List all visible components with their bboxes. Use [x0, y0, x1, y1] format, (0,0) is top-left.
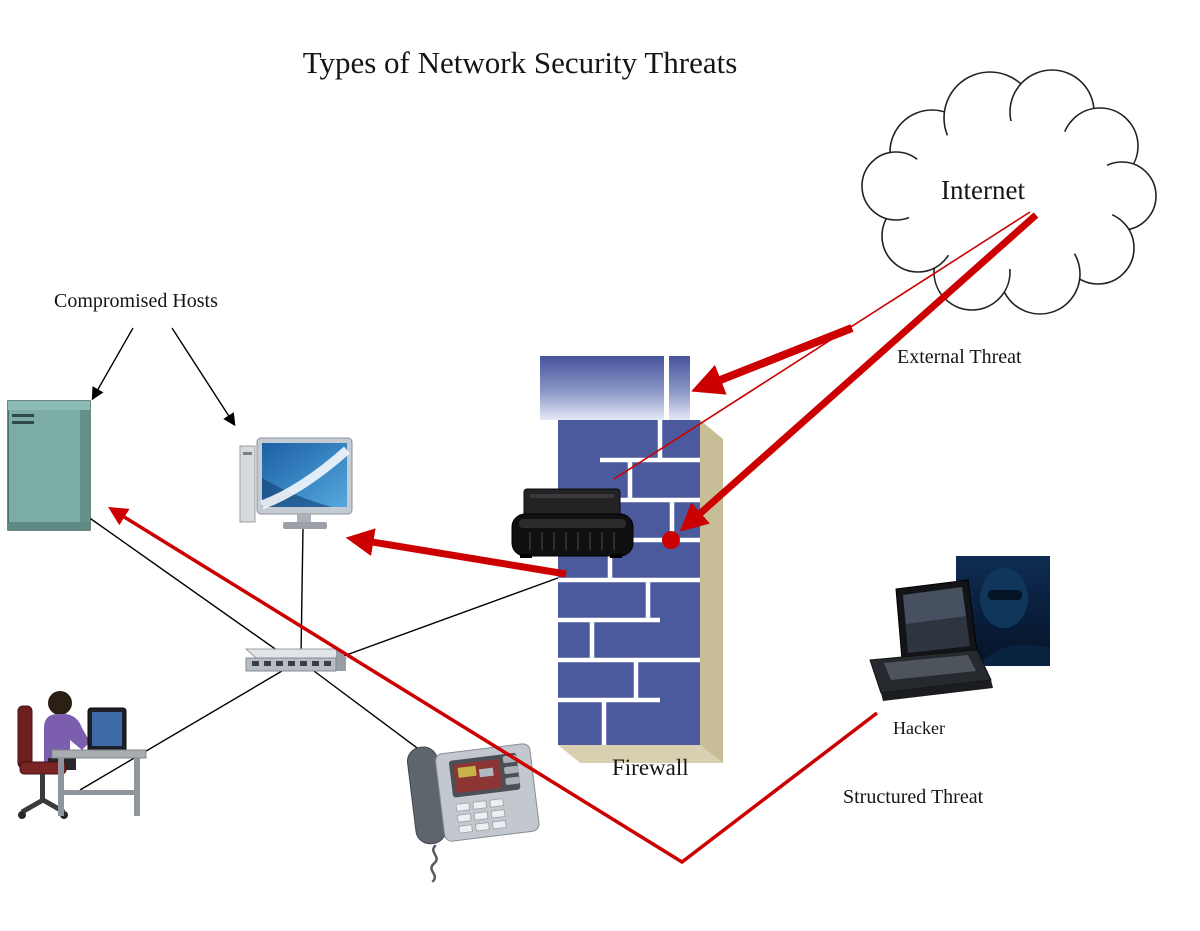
hacker-label: Hacker — [893, 718, 945, 738]
structured-threat-label: Structured Threat — [843, 786, 984, 808]
firewall-block-dot — [662, 531, 680, 549]
external-threat-arrow — [691, 324, 854, 395]
desktop-monitor-icon — [239, 437, 353, 529]
compromised-arrow-monitor — [171, 327, 236, 427]
external-threat-blocked-arrow — [679, 212, 1039, 532]
page-title: Types of Network Security Threats — [302, 45, 738, 80]
external-threat-thin-line — [613, 211, 1031, 480]
compromised-arrow-server — [91, 327, 134, 401]
internal-threat-arrow — [345, 528, 567, 578]
user-workstation-icon — [17, 691, 147, 819]
server-icon — [7, 400, 91, 531]
network-links — [79, 513, 567, 791]
internet-label: Internet — [941, 175, 1025, 205]
compromised-hosts-arrows — [91, 327, 236, 427]
hacker-laptop-icon — [869, 579, 993, 701]
threat-arrows — [108, 211, 1039, 865]
link-switch-workstation — [79, 670, 283, 791]
external-threat-label: External Threat — [897, 346, 1022, 368]
firewall-wall-icon — [540, 356, 723, 763]
network-switch-icon — [244, 648, 348, 672]
ip-phone-icon — [406, 743, 540, 883]
structured-threat-path — [108, 506, 879, 865]
link-switch-firewall — [337, 574, 567, 659]
firewall-label: Firewall — [612, 755, 689, 780]
compromised-hosts-label: Compromised Hosts — [54, 290, 218, 312]
hacker-image — [956, 556, 1050, 666]
link-server-switch — [83, 513, 289, 659]
link-monitor-switch — [300, 526, 304, 657]
router-icon — [511, 488, 634, 558]
